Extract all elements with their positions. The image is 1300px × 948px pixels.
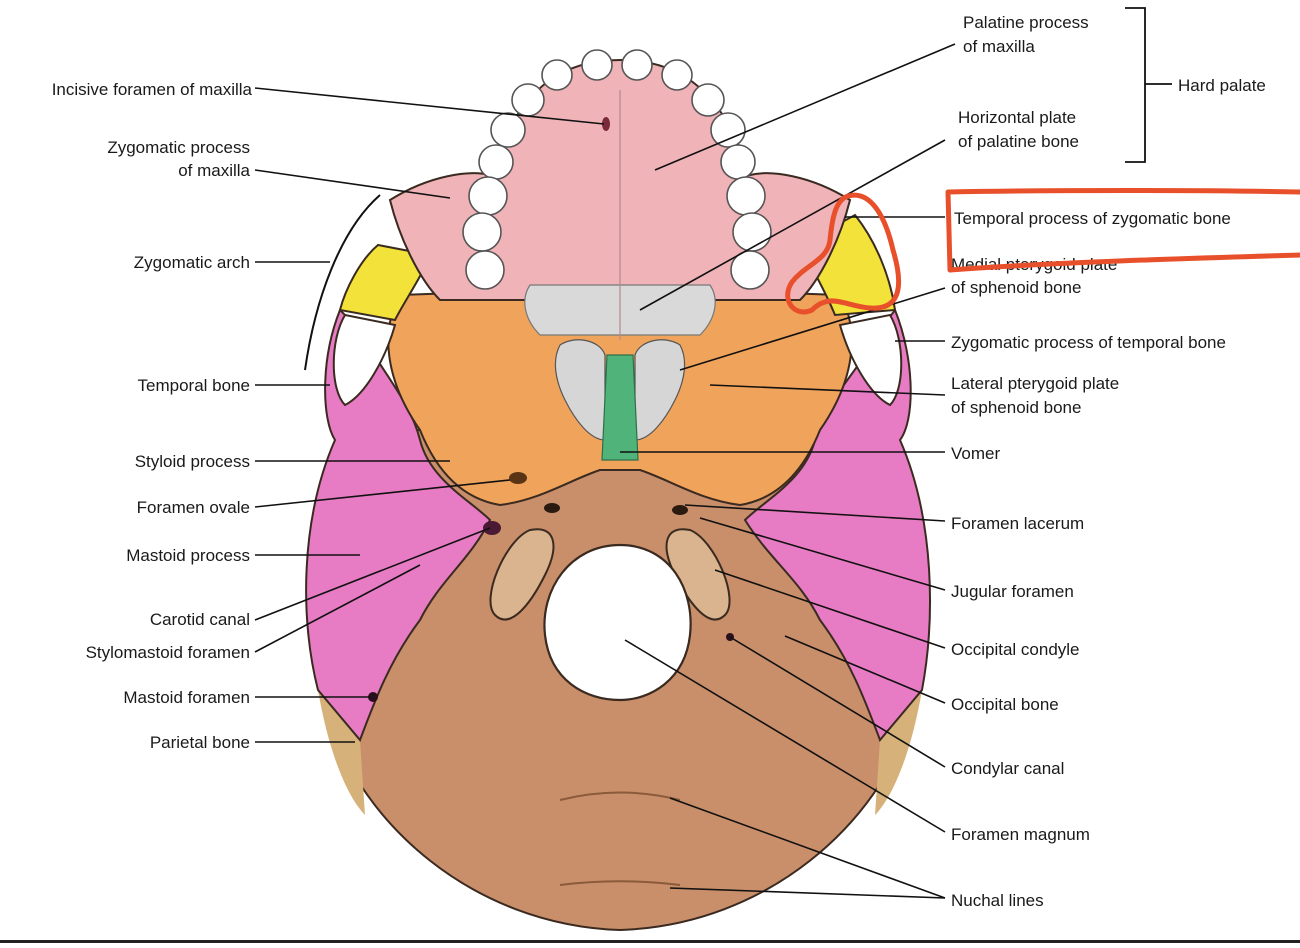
choana-left-shape (554, 339, 606, 441)
label-occipital-bone: Occipital bone (951, 695, 1059, 714)
nuchal-line-upper (559, 791, 681, 801)
label-zygomatic-process-temporal: Zygomatic process of temporal bone (951, 333, 1226, 352)
condyle-left-shape (489, 528, 555, 621)
skull-illustration (304, 49, 931, 932)
right-labels: Palatine process of maxilla Horizontal p… (951, 13, 1266, 910)
red-loop-around-zygomatic (785, 192, 902, 315)
label-mastoid-foramen: Mastoid foramen (123, 688, 250, 707)
nuchal-line-lower (559, 880, 681, 886)
label-vomer: Vomer (951, 444, 1000, 463)
foramen-magnum-shape (543, 543, 692, 702)
label-foramen-magnum: Foramen magnum (951, 825, 1090, 844)
label-jugular-foramen: Jugular foramen (951, 582, 1074, 601)
label-incisive-foramen: Incisive foramen of maxilla (52, 80, 253, 99)
label-parietal-bone: Parietal bone (150, 733, 250, 752)
carotid-canal-mark (483, 521, 501, 535)
choana-right-shape (634, 339, 686, 441)
left-labels: Incisive foramen of maxilla Zygomatic pr… (52, 80, 253, 752)
label-mastoid-process: Mastoid process (126, 546, 250, 565)
arch-opening-right (838, 313, 903, 407)
label-horizontal-plate-2: of palatine bone (958, 132, 1079, 151)
label-carotid-canal: Carotid canal (150, 610, 250, 629)
parietal-bone-shape-right (875, 690, 922, 815)
label-temporal-bone: Temporal bone (138, 376, 250, 395)
label-zygomatic-process-maxilla-1: Zygomatic process (107, 138, 250, 157)
label-palatine-process-2: of maxilla (963, 37, 1035, 56)
label-occipital-condyle: Occipital condyle (951, 640, 1080, 659)
red-box-around-label (945, 188, 1300, 273)
mastoid-foramen-dot (368, 692, 378, 702)
label-zygomatic-process-maxilla-2: of maxilla (178, 161, 250, 180)
label-horizontal-plate-1: Horizontal plate (958, 108, 1076, 127)
foramen-lacerum-mark-right (672, 505, 688, 515)
foramen-lacerum-mark (544, 503, 560, 513)
label-zygomatic-arch: Zygomatic arch (134, 253, 250, 272)
label-medial-pterygoid-2: of sphenoid bone (951, 278, 1081, 297)
arch-opening-left (332, 313, 397, 407)
label-nuchal-lines: Nuchal lines (951, 891, 1044, 910)
label-stylomastoid-foramen: Stylomastoid foramen (86, 643, 250, 662)
label-lateral-pterygoid-2: of sphenoid bone (951, 398, 1081, 417)
parietal-bone-shape (318, 690, 365, 815)
label-styloid-process: Styloid process (135, 452, 250, 471)
bottom-divider (0, 940, 1300, 943)
foramen-ovale-mark (509, 472, 527, 484)
teeth (462, 49, 772, 290)
temporal-bone-left-shape (305, 308, 492, 742)
label-foramen-lacerum: Foramen lacerum (951, 514, 1084, 533)
hard-palate-bracket (1125, 7, 1172, 163)
label-temporal-process-zygomatic: Temporal process of zygomatic bone (954, 209, 1231, 228)
leader-lines (254, 43, 956, 899)
label-palatine-process-1: Palatine process (963, 13, 1089, 32)
label-lateral-pterygoid-1: Lateral pterygoid plate (951, 374, 1119, 393)
condyle-right-shape (665, 528, 731, 621)
incisive-foramen-mark (602, 117, 610, 131)
label-condylar-canal: Condylar canal (951, 759, 1064, 778)
vomer-shape (601, 354, 639, 461)
zygomatic-arch-bracket (304, 194, 381, 371)
red-annotations (785, 188, 1300, 315)
label-hard-palate: Hard palate (1178, 76, 1266, 95)
label-foramen-ovale: Foramen ovale (137, 498, 250, 517)
